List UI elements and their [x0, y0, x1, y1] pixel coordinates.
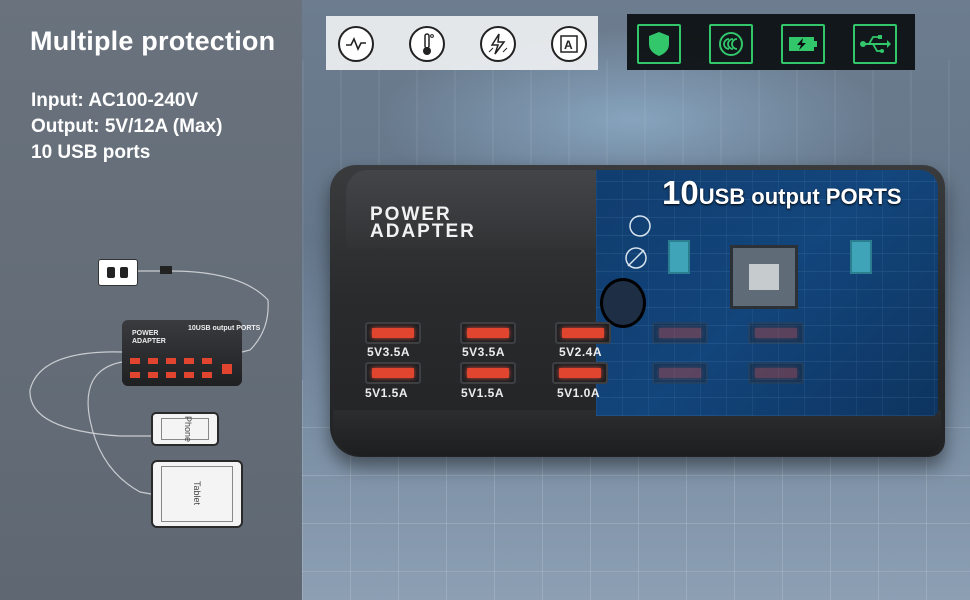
mini-port — [166, 358, 176, 364]
overcurrent-A-icon: A — [551, 26, 587, 62]
connection-cables — [29, 266, 269, 495]
mini-adapter-title2: ADAPTER — [132, 338, 166, 345]
phone-icon: Phone — [151, 412, 219, 446]
mini-adapter-illustration: POWER ADAPTER 10USB output PORTS — [122, 320, 260, 386]
tablet-screen — [161, 466, 233, 522]
mini-port — [202, 372, 212, 378]
shield-icon — [637, 24, 681, 64]
capacitor — [600, 278, 646, 328]
usb-port — [552, 362, 608, 384]
usb-symbol-icon — [853, 24, 897, 64]
adapter-title-power: POWER — [370, 204, 452, 225]
adapter-base — [333, 410, 941, 456]
usb-port — [652, 362, 708, 384]
ports-header: 10USB output PORTS — [662, 174, 902, 212]
ccc-certification-icon — [709, 24, 753, 64]
spec-output: Output: 5V/12A (Max) — [31, 116, 223, 137]
mini-adapter-title1: POWER — [132, 330, 159, 337]
pulse-wave-icon — [338, 26, 374, 62]
usb-port-label: 5V1.0A — [557, 386, 601, 400]
phone-label: Phone — [183, 415, 194, 443]
tablet-icon: Tablet — [151, 460, 243, 528]
headline: Multiple protection — [30, 26, 276, 56]
thermometer-icon — [409, 26, 445, 62]
mini-power-led — [222, 364, 232, 374]
svg-text:A: A — [564, 38, 573, 52]
mini-port — [130, 372, 140, 378]
mini-port — [202, 358, 212, 364]
pcb-connector — [668, 240, 690, 274]
usb-port — [365, 362, 421, 384]
wall-outlet-icon — [98, 259, 138, 286]
usb-port — [748, 322, 804, 344]
adapter-title-adapter: ADAPTER — [370, 221, 476, 242]
feature-icon-bar — [627, 14, 915, 70]
usb-port — [460, 322, 516, 344]
battery-charging-icon — [781, 24, 825, 64]
usb-port — [652, 322, 708, 344]
spec-input: Input: AC100-240V — [31, 90, 199, 111]
pcb-chip — [730, 245, 798, 309]
mini-adapter-header: 10USB output PORTS — [188, 325, 261, 332]
usb-port — [748, 362, 804, 384]
usb-port-label: 5V2.4A — [559, 345, 603, 359]
usb-port-label: 5V1.5A — [365, 386, 409, 400]
mini-port — [148, 358, 158, 364]
mini-port — [184, 358, 194, 364]
tablet-label: Tablet — [192, 480, 203, 506]
usb-port — [555, 322, 611, 344]
pcb-markings — [625, 215, 651, 269]
left-info-panel: Multiple protection Input: AC100-240V Ou… — [0, 0, 302, 600]
mini-port — [166, 372, 176, 378]
usb-port-label: 5V3.5A — [367, 345, 411, 359]
pcb-connector — [850, 240, 872, 274]
usb-port-label: 5V3.5A — [462, 345, 506, 359]
ports-header-number: 10 — [662, 174, 699, 211]
ports-header-text: USB output PORTS — [698, 184, 902, 209]
usb-port — [365, 322, 421, 344]
mini-port — [148, 372, 158, 378]
usb-port — [460, 362, 516, 384]
mini-port — [130, 358, 140, 364]
spec-list: Input: AC100-240V Output: 5V/12A (Max) 1… — [31, 88, 222, 166]
mini-port — [184, 372, 194, 378]
phone-screen — [161, 418, 209, 440]
spec-ports: 10 USB ports — [31, 142, 151, 163]
usb-port-label: 5V1.5A — [461, 386, 505, 400]
short-circuit-bolt-icon — [480, 26, 516, 62]
